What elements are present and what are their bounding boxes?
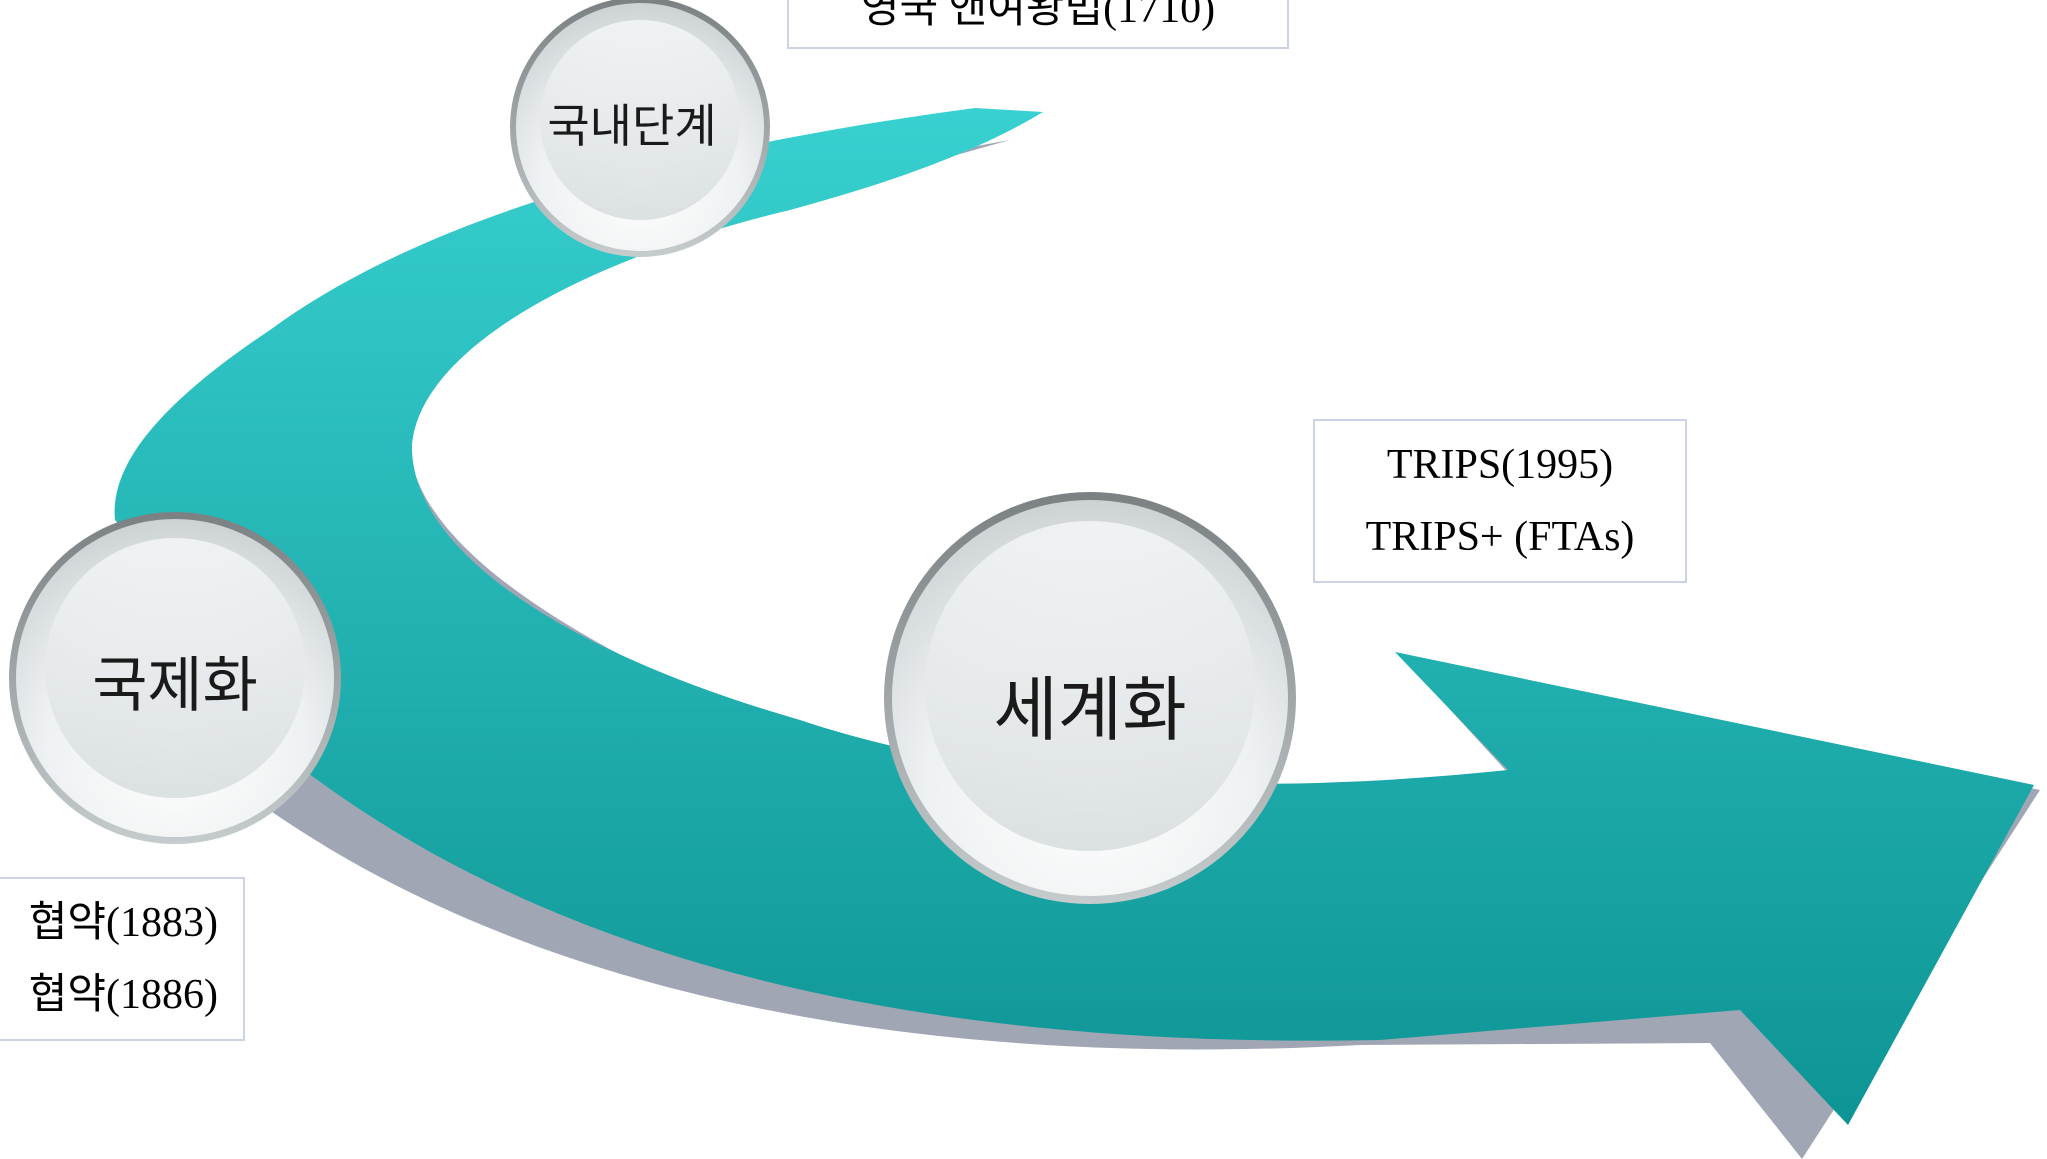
international-note-box: 협약(1883) 협약(1886) — [0, 877, 245, 1041]
curved-arrow — [114, 108, 2035, 1125]
global-note-line-2: TRIPS+ (FTAs) — [1366, 514, 1635, 560]
global-note-line-1: TRIPS(1995) — [1387, 442, 1613, 488]
global-note-box: TRIPS(1995) TRIPS+ (FTAs) — [1313, 419, 1687, 583]
international-stage-bubble: 국제화 — [9, 512, 341, 844]
global-stage-bubble: 세계화 — [884, 492, 1296, 904]
domestic-stage-label: 국내단계 — [547, 99, 716, 153]
international-stage-label: 국제화 — [92, 651, 258, 721]
domestic-note-line-1: 영국 앤여왕법(1710) — [861, 0, 1215, 32]
global-stage-label: 세계화 — [993, 669, 1186, 751]
domestic-note-box: 영국 앤여왕법(1710) — [787, 0, 1289, 49]
international-note-line-1: 협약(1883) — [29, 900, 218, 946]
international-note-line-2: 협약(1886) — [29, 972, 218, 1018]
domestic-stage-bubble: 국내단계 — [510, 0, 770, 257]
